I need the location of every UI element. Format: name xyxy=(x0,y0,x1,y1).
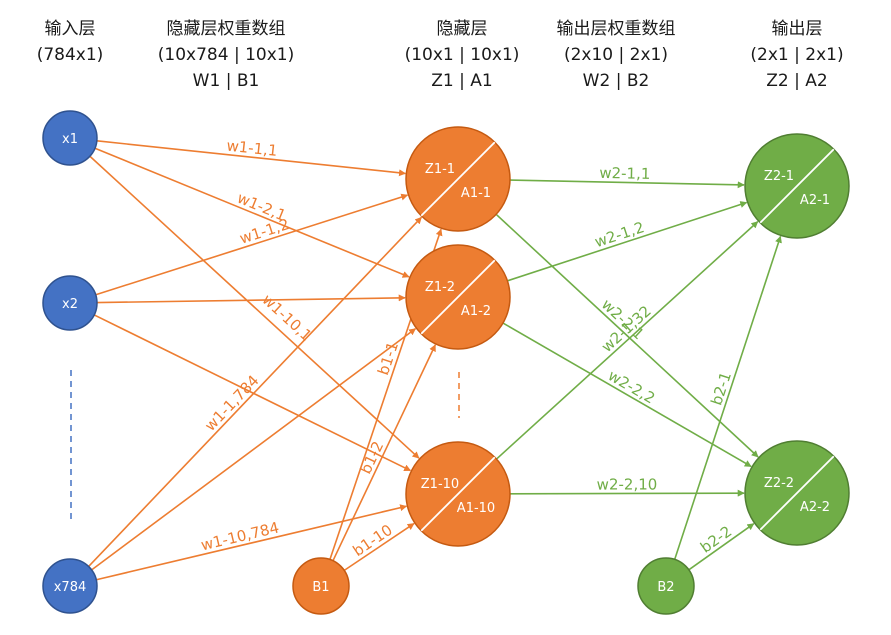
header-w1-line-1: 隐藏层权重数组 xyxy=(167,19,286,39)
node-b2-label: B2 xyxy=(657,580,674,595)
node-h10-divider xyxy=(420,456,496,532)
node-x784-circle xyxy=(42,558,98,614)
edge-B2-to-o1 xyxy=(673,235,782,560)
node-o2-divider xyxy=(759,455,835,531)
node-o1-a-label: A2-1 xyxy=(800,193,830,208)
edge-x784-to-h1 xyxy=(88,216,423,568)
header-output-line-3: Z2 | A2 xyxy=(766,71,827,91)
header-hidden-line-2: (10x1 | 10x1) xyxy=(405,45,520,65)
header-hidden-line-3: Z1 | A1 xyxy=(431,71,492,91)
header-output: 输出层 (2x1 | 2x1) Z2 | A2 xyxy=(750,19,843,91)
node-x2-circle xyxy=(42,275,98,331)
edge-h10-to-o2 xyxy=(509,489,745,497)
header-hidden: 隐藏层 (10x1 | 10x1) Z1 | A1 xyxy=(405,19,520,91)
edge-label-w1-1-784: w1-1,784 xyxy=(201,372,262,435)
header-input-line-2: (784x1) xyxy=(37,45,104,65)
node-h10-a-label: A1-10 xyxy=(457,501,495,516)
header-w2: 输出层权重数组 (2x10 | 2x1) W2 | B2 xyxy=(557,19,676,91)
header-output-line-1: 输出层 xyxy=(772,19,823,39)
node-h2-a-label: A1-2 xyxy=(461,304,491,319)
node-x1-circle xyxy=(42,110,98,166)
header-w2-line-1: 输出层权重数组 xyxy=(557,19,676,39)
header-input: 输入层 (784x1) xyxy=(37,19,104,65)
node-h2-divider xyxy=(420,259,496,335)
edge-h2-to-o1 xyxy=(507,201,748,282)
node-o2-a-label: A2-2 xyxy=(800,500,830,515)
edge-x784-to-h2 xyxy=(91,328,417,571)
node-h1-a-label: A1-1 xyxy=(461,186,491,201)
edge-x1-to-h2 xyxy=(94,147,410,278)
edge-x784-to-h10 xyxy=(96,504,408,581)
edge-x2-to-h2 xyxy=(96,294,406,304)
edge-label-b2-2: b2-2 xyxy=(697,522,735,556)
edge-h1-to-o1 xyxy=(509,179,745,189)
header-w2-line-2: (2x10 | 2x1) xyxy=(564,45,668,65)
edge-x1-to-h1 xyxy=(96,140,406,177)
node-o2-z-label: Z2-2 xyxy=(764,476,794,491)
node-h2: Z1-2A1-2 xyxy=(405,244,511,350)
node-h1-z-label: Z1-1 xyxy=(425,162,455,177)
node-b2: B2 xyxy=(637,557,695,615)
edge-label-w1-10-784: w1-10,784 xyxy=(199,518,281,554)
header-w1-line-2: (10x784 | 10x1) xyxy=(158,45,294,65)
edge-x2-to-h1 xyxy=(95,193,409,296)
node-h1-divider xyxy=(420,141,496,217)
node-x2: x2 xyxy=(42,275,98,331)
node-h2-z-label: Z1-2 xyxy=(425,280,455,295)
edge-x2-to-h10 xyxy=(93,314,412,472)
edge-label-w2-1-2: w2-1,2 xyxy=(592,218,646,251)
header-hidden-line-1: 隐藏层 xyxy=(437,19,488,39)
edge-label-w2-2-10: w2-2,10 xyxy=(597,475,658,493)
node-x1-label: x1 xyxy=(62,132,78,147)
node-x784-label: x784 xyxy=(54,580,87,595)
node-x2-label: x2 xyxy=(62,297,78,312)
layer-headers: 输入层(784x1)隐藏层权重数组(10x784 | 10x1)W1 | B1隐… xyxy=(37,19,844,91)
ellipsis-markers xyxy=(70,370,460,520)
edge-label-w2-1-1: w2-1,1 xyxy=(599,164,650,183)
node-x1: x1 xyxy=(42,110,98,166)
edge-label-w1-1-1: w1-1,1 xyxy=(226,137,279,160)
node-b1-circle xyxy=(292,557,350,615)
node-h10-z-label: Z1-10 xyxy=(421,477,459,492)
edge-B1-to-h2 xyxy=(332,344,437,562)
node-o1-divider xyxy=(759,148,835,224)
edge-label-w1-1-2: w1-1,2 xyxy=(237,215,291,248)
node-h1: Z1-1A1-1 xyxy=(405,126,511,232)
node-o1: Z2-1A2-1 xyxy=(744,133,850,239)
node-x784: x784 xyxy=(42,558,98,614)
node-b1-label: B1 xyxy=(312,580,329,595)
edge-h10-to-o1 xyxy=(495,221,759,460)
node-b1: B1 xyxy=(292,557,350,615)
header-output-line-2: (2x1 | 2x1) xyxy=(750,45,843,65)
header-input-line-1: 输入层 xyxy=(45,19,96,39)
edge-h2-to-o2 xyxy=(502,322,752,468)
node-o2: Z2-2A2-2 xyxy=(744,440,850,546)
header-w2-line-3: W2 | B2 xyxy=(583,71,650,91)
header-w1-line-3: W1 | B1 xyxy=(193,71,260,91)
header-w1: 隐藏层权重数组 (10x784 | 10x1) W1 | B1 xyxy=(158,19,294,91)
node-b2-circle xyxy=(637,557,695,615)
edge-B1-to-h10 xyxy=(343,522,415,572)
edge-h1-to-o2 xyxy=(495,213,759,458)
edge-x1-to-h10 xyxy=(89,155,420,459)
edge-B2-to-o2 xyxy=(688,523,755,571)
node-o1-z-label: Z2-1 xyxy=(764,169,794,184)
